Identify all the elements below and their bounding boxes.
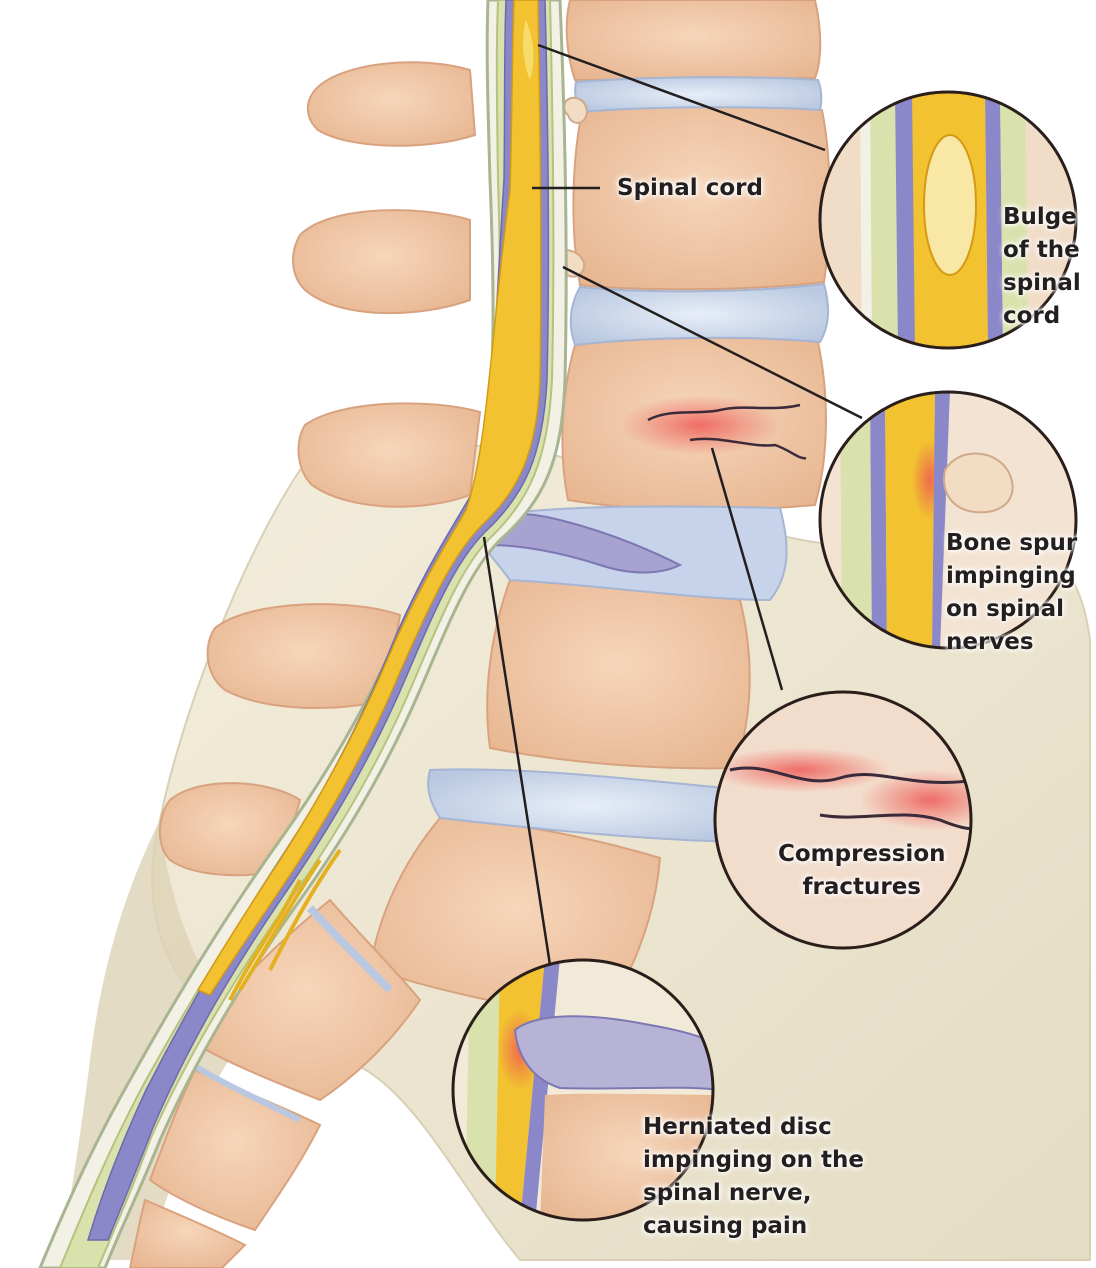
compression-fracture-site: [620, 395, 807, 460]
spinous-process-5: [158, 782, 302, 877]
leader-bulge: [537, 43, 826, 152]
vertebra-l3: [486, 577, 751, 770]
leader-bone-spur: [562, 265, 863, 420]
vertebra-top: [565, 0, 822, 82]
label-spinal-cord: Spinal cord: [617, 175, 763, 201]
intervertebral-discs: [183, 76, 830, 1123]
label-herniated: Herniated disc impinging on the spinal n…: [643, 1114, 864, 1239]
spinous-process-1: [306, 61, 477, 147]
leader-lines: [482, 43, 863, 966]
spinous-processes: [158, 61, 482, 877]
magnified-herniated-disc-icon: [513, 1015, 713, 1092]
spinal-cord: [196, 0, 542, 996]
leader-herniation: [482, 536, 552, 966]
leader-fracture: [710, 447, 784, 691]
label-bone-spur: Bone spur impinging on spinal nerves: [946, 530, 1078, 655]
callout-bone-spur: [818, 390, 1078, 650]
sacrum-segment-2: [128, 1198, 247, 1268]
label-compression: Compression fractures: [778, 841, 946, 900]
magnified-cord-bulge-icon: [923, 134, 977, 276]
disc-5: [307, 905, 393, 993]
spinous-process-3: [297, 402, 482, 508]
cord-bulge-highlight: [523, 20, 534, 80]
cauda-equina: [228, 848, 342, 1001]
disc-1: [574, 76, 823, 114]
spinous-process-4: [206, 603, 402, 709]
callout-bulge: [818, 90, 1078, 350]
magnified-fracture-icon: [729, 766, 971, 784]
callout-fracture: [713, 690, 973, 950]
bone-spur-upper: [563, 96, 588, 124]
magnified-bone-spur-icon: [943, 452, 1014, 514]
disc-2: [569, 282, 830, 347]
spinous-process-2: [292, 209, 471, 315]
label-bulge: Bulge of the spinal cord: [1003, 204, 1081, 329]
